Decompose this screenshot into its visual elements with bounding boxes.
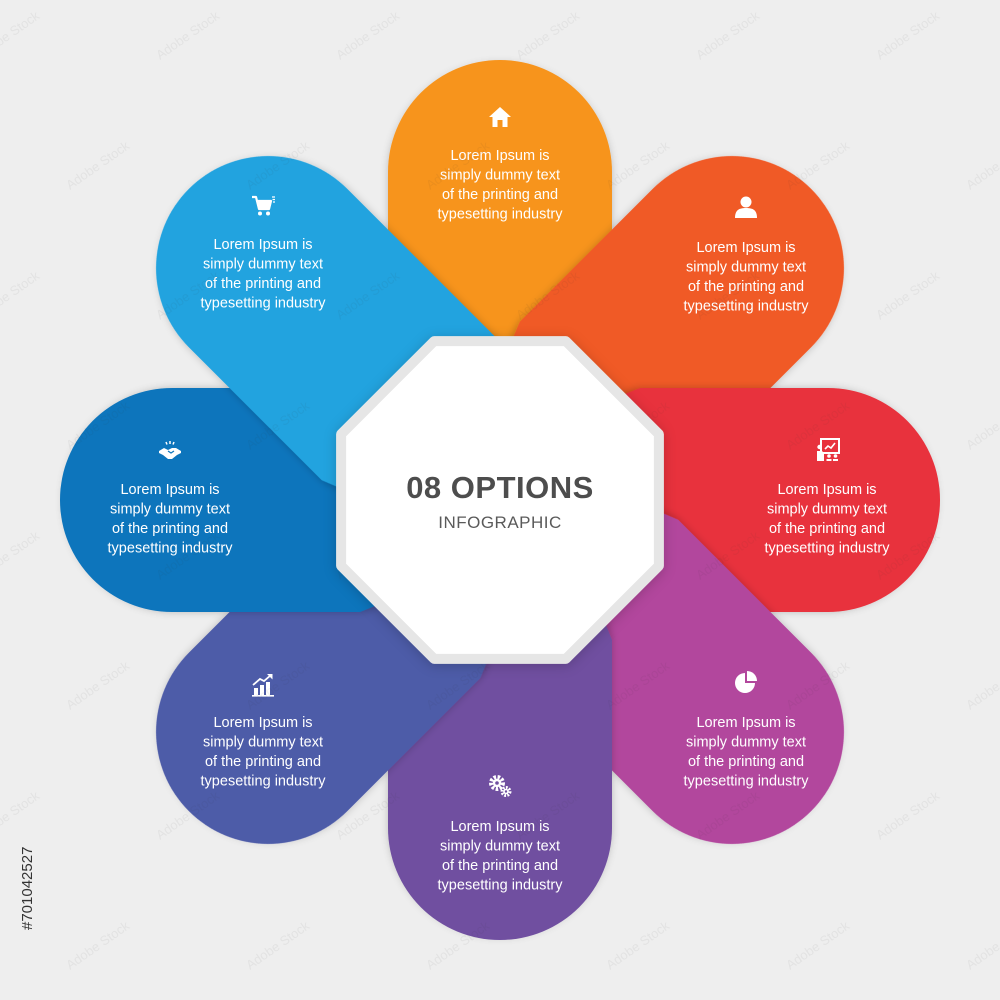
watermark-text: Adobe Stock: [243, 918, 312, 973]
watermark-text: Adobe Stock: [0, 268, 43, 323]
petal-text-line: of the printing and: [112, 521, 228, 537]
petal-text-line: typesetting industry: [201, 296, 327, 312]
watermark-text: Adobe Stock: [603, 918, 672, 973]
petal-text-line: simply dummy text: [686, 260, 806, 276]
petal-text-line: typesetting industry: [108, 541, 234, 557]
petal-text-line: typesetting industry: [684, 299, 810, 315]
watermark-text: Adobe Stock: [63, 138, 132, 193]
petal-text-line: simply dummy text: [203, 257, 323, 273]
petal-text-line: Lorem Ipsum is: [696, 240, 795, 256]
petal-text: Lorem Ipsum is simply dummy text of the pr…: [765, 482, 891, 557]
watermark-text: Adobe Stock: [783, 918, 852, 973]
petal-text-line: Lorem Ipsum is: [777, 482, 876, 498]
watermark-text: Adobe Stock: [333, 8, 402, 63]
petal-text-line: Lorem Ipsum is: [213, 715, 312, 731]
center-subtitle: INFOGRAPHIC: [438, 513, 562, 532]
petal-text-line: simply dummy text: [440, 168, 560, 184]
petal-text-line: simply dummy text: [203, 735, 323, 751]
watermark-text: Adobe Stock: [0, 788, 43, 843]
petal-text-line: Lorem Ipsum is: [213, 237, 312, 253]
petal-text: Lorem Ipsum is simply dummy text of the pr…: [201, 715, 327, 790]
watermark-text: Adobe Stock: [873, 788, 942, 843]
watermark-text: Adobe Stock: [873, 8, 942, 63]
watermark-text: Adobe Stock: [963, 658, 1000, 713]
center-title: 08 OPTIONS: [406, 470, 594, 505]
watermark-text: Adobe Stock: [783, 138, 852, 193]
watermark-text: Adobe Stock: [153, 8, 222, 63]
watermark-text: Adobe Stock: [63, 658, 132, 713]
petal-text-line: of the printing and: [688, 279, 804, 295]
petal-text-line: of the printing and: [205, 276, 321, 292]
watermark-text: Adobe Stock: [963, 138, 1000, 193]
watermark-text: Adobe Stock: [513, 8, 582, 63]
stock-id-label: #701042527: [19, 847, 36, 930]
petal-text: Lorem Ipsum is simply dummy text of the pr…: [684, 715, 810, 790]
watermark-text: Adobe Stock: [873, 268, 942, 323]
watermark-text: Adobe Stock: [693, 8, 762, 63]
petal-text-line: of the printing and: [769, 521, 885, 537]
petal-text-line: simply dummy text: [686, 735, 806, 751]
petal-text-line: Lorem Ipsum is: [120, 482, 219, 498]
center-octagon: [336, 336, 664, 664]
watermark-text: Adobe Stock: [0, 528, 43, 583]
petal-text: Lorem Ipsum is simply dummy text of the pr…: [438, 819, 564, 894]
petal-text-line: typesetting industry: [438, 878, 564, 894]
petal-text-line: of the printing and: [442, 187, 558, 203]
petal-text-line: of the printing and: [688, 754, 804, 770]
petal-text: Lorem Ipsum is simply dummy text of the pr…: [108, 482, 234, 557]
petal-text-line: simply dummy text: [110, 502, 230, 518]
petal-text-line: Lorem Ipsum is: [696, 715, 795, 731]
petal-text-line: of the printing and: [442, 858, 558, 874]
petal-text-line: Lorem Ipsum is: [450, 148, 549, 164]
petal-text: Lorem Ipsum is simply dummy text of the pr…: [438, 148, 564, 223]
watermark-text: Adobe Stock: [0, 8, 43, 63]
petal-text-line: simply dummy text: [767, 502, 887, 518]
petal-text-line: typesetting industry: [438, 207, 564, 223]
petal-text-line: of the printing and: [205, 754, 321, 770]
watermark-text: Adobe Stock: [963, 918, 1000, 973]
watermark-text: Adobe Stock: [63, 918, 132, 973]
petal-text-line: typesetting industry: [684, 774, 810, 790]
petal-text-line: simply dummy text: [440, 839, 560, 855]
petal-text-line: Lorem Ipsum is: [450, 819, 549, 835]
petal-text: Lorem Ipsum is simply dummy text of the pr…: [201, 237, 327, 312]
petal-text: Lorem Ipsum is simply dummy text of the pr…: [684, 240, 810, 315]
petal-text-line: typesetting industry: [201, 774, 327, 790]
watermark-text: Adobe Stock: [963, 398, 1000, 453]
petal-text-line: typesetting industry: [765, 541, 891, 557]
